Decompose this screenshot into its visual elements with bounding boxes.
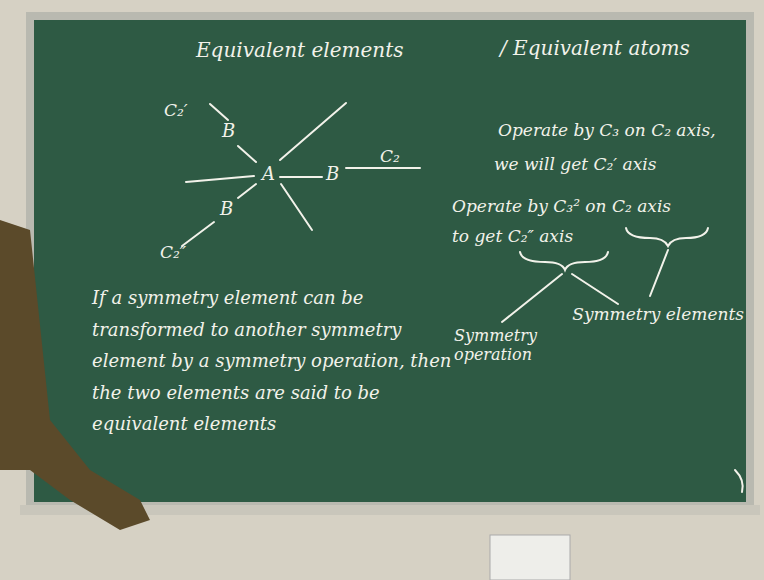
chalk-label: Symmetry elements xyxy=(572,304,744,324)
chalk-label: B xyxy=(222,120,235,142)
definition-note: If a symmetry element can be transformed… xyxy=(92,282,452,440)
chalk-label: we will get C₂′ axis xyxy=(494,154,656,174)
chalk-label: / Equivalent atoms xyxy=(500,36,690,60)
wall-socket xyxy=(490,535,570,580)
chalk-label: to get C₂″ axis xyxy=(452,226,573,246)
chalk-label: B xyxy=(326,163,339,185)
chalk-label: Operate by C₃² on C₂ axis xyxy=(452,196,671,216)
board-frame xyxy=(26,12,754,510)
chalk-label: A xyxy=(262,163,275,185)
chalk-label: C₂ xyxy=(380,146,400,166)
person-arm xyxy=(0,220,150,530)
chalk-label: C₂′ xyxy=(164,100,188,120)
chalk-label: Equivalent elements xyxy=(196,38,403,62)
chalk-label: Operate by C₃ on C₂ axis, xyxy=(498,120,716,140)
chalk-label: B xyxy=(220,198,233,220)
chalk-label: Symmetry operation xyxy=(454,326,550,364)
chalkboard xyxy=(34,20,746,502)
chalk-label: C₂″ xyxy=(160,242,186,262)
